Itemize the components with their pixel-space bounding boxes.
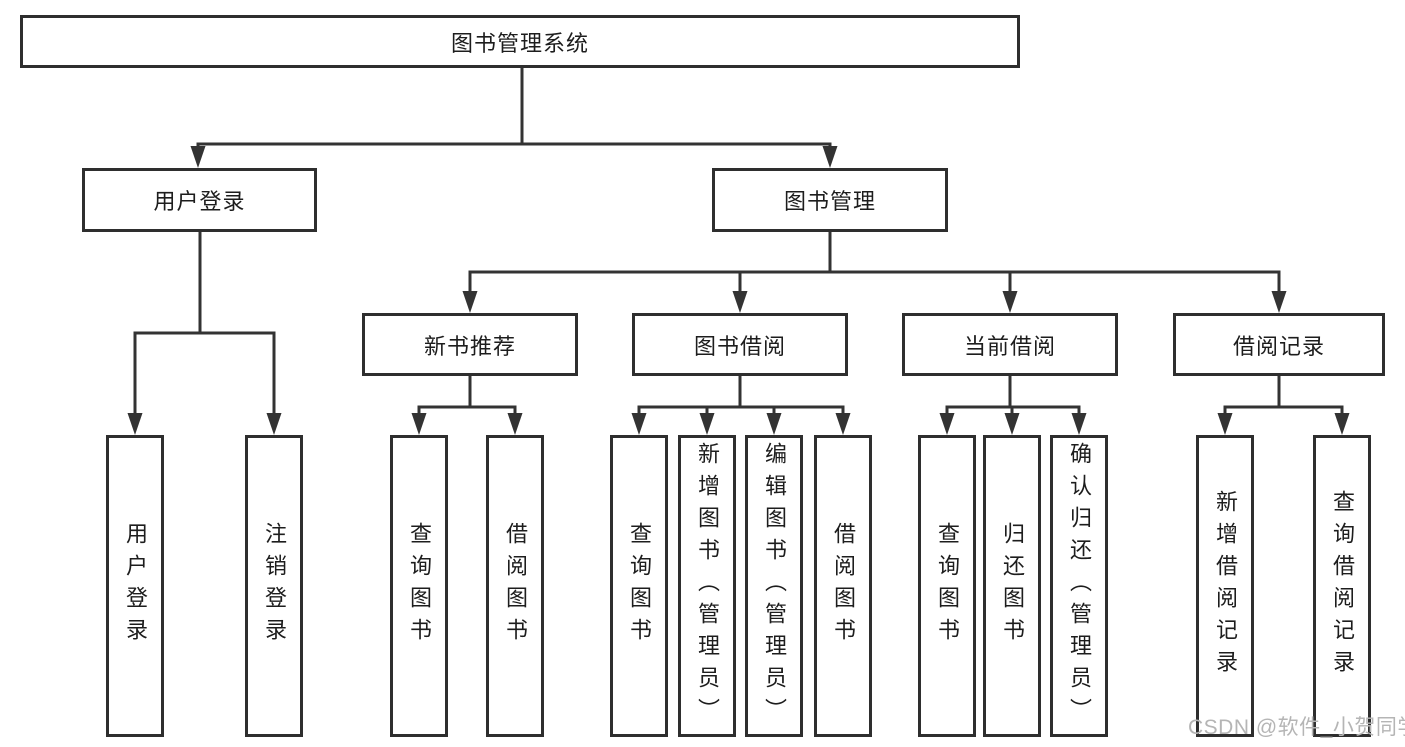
leaf-bb-query-books: 查询图书 xyxy=(610,435,668,737)
leaf-cb-return-books-label: 归还图书 xyxy=(1000,522,1025,650)
node-root: 图书管理系统 xyxy=(20,15,1020,68)
leaf-bb-borrow-books: 借阅图书 xyxy=(814,435,872,737)
node-current-borrowing: 当前借阅 xyxy=(902,313,1118,376)
leaf-bb-borrow-books-label: 借阅图书 xyxy=(831,522,856,650)
node-user-login: 用户登录 xyxy=(82,168,317,232)
node-book-management: 图书管理 xyxy=(712,168,948,232)
leaf-bb-add-book-admin: 新增图书（管理员） xyxy=(678,435,736,737)
leaf-cb-query-books: 查询图书 xyxy=(918,435,976,737)
leaf-nbr-borrow-books-label: 借阅图书 xyxy=(503,522,528,650)
leaf-br-query-borrow-record: 查询借阅记录 xyxy=(1313,435,1371,737)
node-new-book-recommendation-label: 新书推荐 xyxy=(423,333,516,359)
leaf-br-add-borrow-record-label: 新增借阅记录 xyxy=(1213,490,1238,682)
leaf-bb-edit-book-admin-label: 编辑图书（管理员） xyxy=(762,442,787,730)
leaf-nbr-borrow-books: 借阅图书 xyxy=(486,435,544,737)
leaf-bb-query-books-label: 查询图书 xyxy=(627,522,652,650)
leaf-cb-query-books-label: 查询图书 xyxy=(935,522,960,650)
node-new-book-recommendation: 新书推荐 xyxy=(362,313,578,376)
node-borrowing-records: 借阅记录 xyxy=(1173,313,1385,376)
node-user-login-label: 用户登录 xyxy=(153,189,246,214)
leaf-br-query-borrow-record-label: 查询借阅记录 xyxy=(1330,490,1355,682)
leaf-user-login-label: 用户登录 xyxy=(123,522,148,650)
leaf-logout-login-label: 注销登录 xyxy=(262,522,287,650)
leaf-cb-return-books: 归还图书 xyxy=(983,435,1041,737)
leaf-logout-login: 注销登录 xyxy=(245,435,303,737)
leaf-cb-confirm-return-admin-label: 确认归还（管理员） xyxy=(1067,442,1092,730)
node-current-borrowing-label: 当前借阅 xyxy=(963,333,1056,359)
watermark-text: CSDN @软件_小贺同学 xyxy=(1188,716,1405,739)
leaf-bb-add-book-admin-label: 新增图书（管理员） xyxy=(695,442,720,730)
node-borrowing-records-label: 借阅记录 xyxy=(1232,333,1325,359)
leaf-cb-confirm-return-admin: 确认归还（管理员） xyxy=(1050,435,1108,737)
node-root-label: 图书管理系统 xyxy=(450,30,589,56)
node-book-borrowing-label: 图书借阅 xyxy=(693,333,786,359)
node-book-borrowing: 图书借阅 xyxy=(632,313,848,376)
node-book-management-label: 图书管理 xyxy=(783,189,876,214)
leaf-nbr-query-books: 查询图书 xyxy=(390,435,448,737)
leaf-user-login: 用户登录 xyxy=(106,435,164,737)
leaf-br-add-borrow-record: 新增借阅记录 xyxy=(1196,435,1254,737)
leaf-nbr-query-books-label: 查询图书 xyxy=(407,522,432,650)
leaf-bb-edit-book-admin: 编辑图书（管理员） xyxy=(745,435,803,737)
